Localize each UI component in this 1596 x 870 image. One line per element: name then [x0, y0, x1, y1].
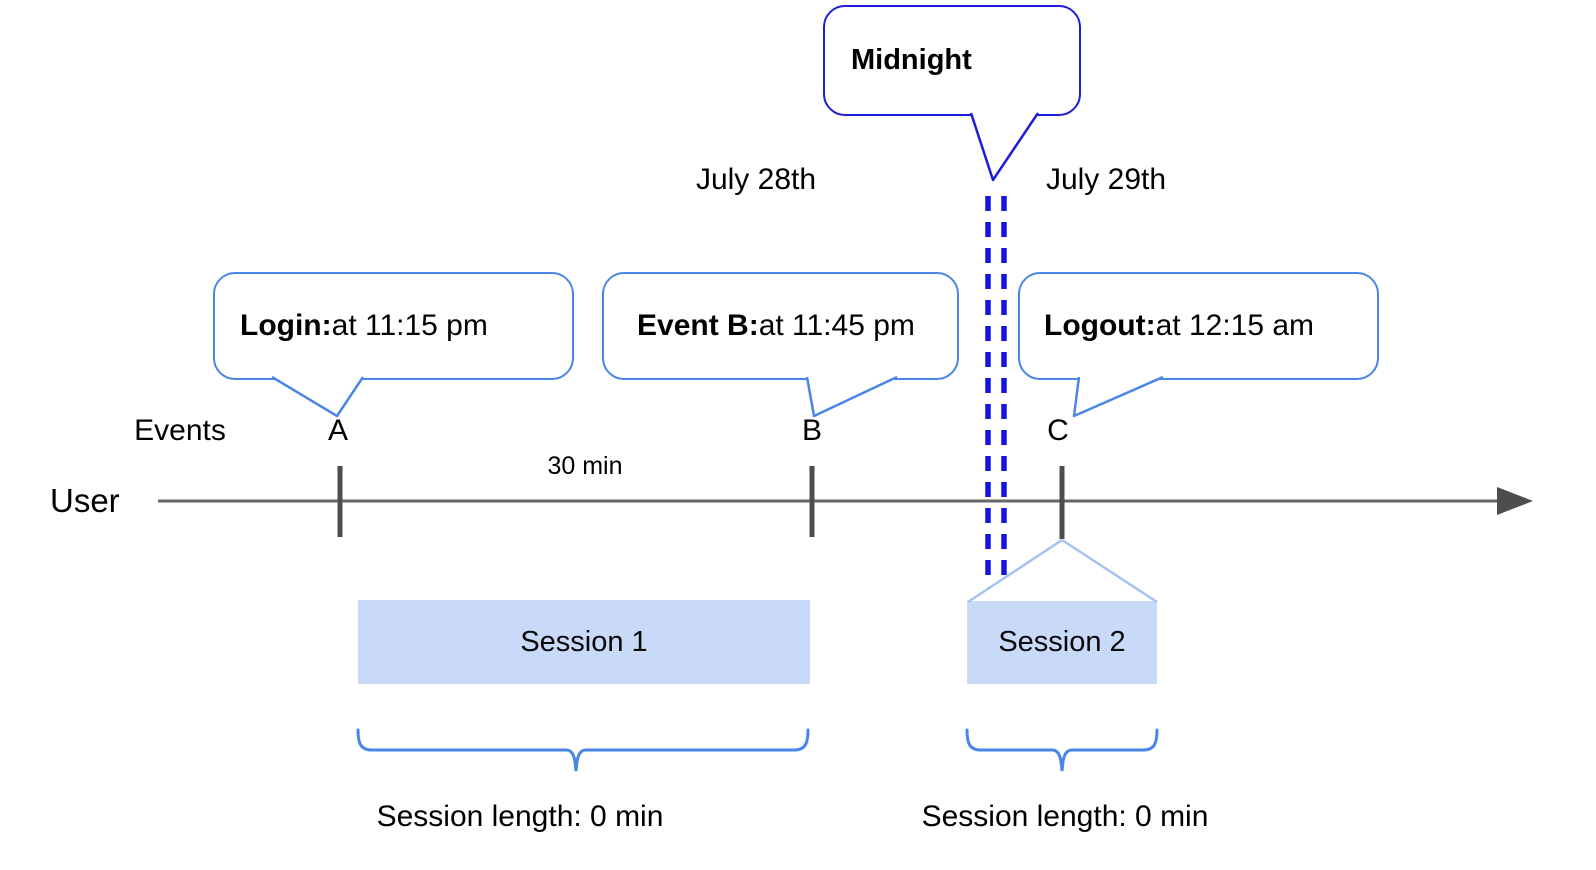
interval-label-30min: 30 min: [547, 452, 623, 480]
session1-length-label: Session length: 0 min: [376, 800, 664, 833]
logout-label-bold: Logout:: [1044, 309, 1156, 342]
user-axis-label: User: [50, 482, 120, 519]
timeline-arrowhead: [1497, 487, 1533, 515]
event-b-callout-tail: [805, 375, 898, 418]
login-label-bold: Login:: [240, 309, 332, 342]
login-callout: Login: at 11:15 pm: [213, 272, 574, 380]
session2-label: Session 2: [998, 626, 1126, 658]
session2-length-label: Session length: 0 min: [921, 800, 1209, 833]
session2-box: Session 2: [967, 601, 1157, 684]
session1-box: Session 1: [358, 600, 810, 684]
session2-funnel-line-right: [1061, 538, 1158, 604]
session1-label: Session 1: [520, 625, 648, 658]
logout-callout: Logout: at 12:15 am: [1018, 272, 1379, 380]
event-b-callout: Event B: at 11:45 pm: [602, 272, 959, 380]
event-marker-a: A: [327, 414, 349, 447]
session2-brace: [965, 728, 1159, 772]
session1-brace: [356, 728, 810, 772]
login-label-time: at 11:15 pm: [331, 309, 488, 342]
events-axis-label: Events: [134, 414, 226, 447]
event-b-label-bold: Event B:: [637, 309, 759, 342]
logout-callout-tail: [1072, 375, 1164, 418]
session2-funnel-line-left: [967, 538, 1063, 604]
event-marker-b: B: [801, 414, 823, 447]
login-callout-tail: [271, 375, 365, 418]
midnight-label: Midnight: [851, 44, 972, 76]
event-marker-c: C: [1047, 414, 1069, 447]
event-b-label-time: at 11:45 pm: [758, 309, 915, 342]
midnight-callout: Midnight: [823, 5, 1081, 116]
date-label-july-29: July 29th: [1045, 163, 1167, 196]
midnight-callout-tail: [969, 112, 1040, 182]
logout-label-time: at 12:15 am: [1155, 309, 1315, 342]
date-label-july-28: July 28th: [695, 163, 817, 196]
